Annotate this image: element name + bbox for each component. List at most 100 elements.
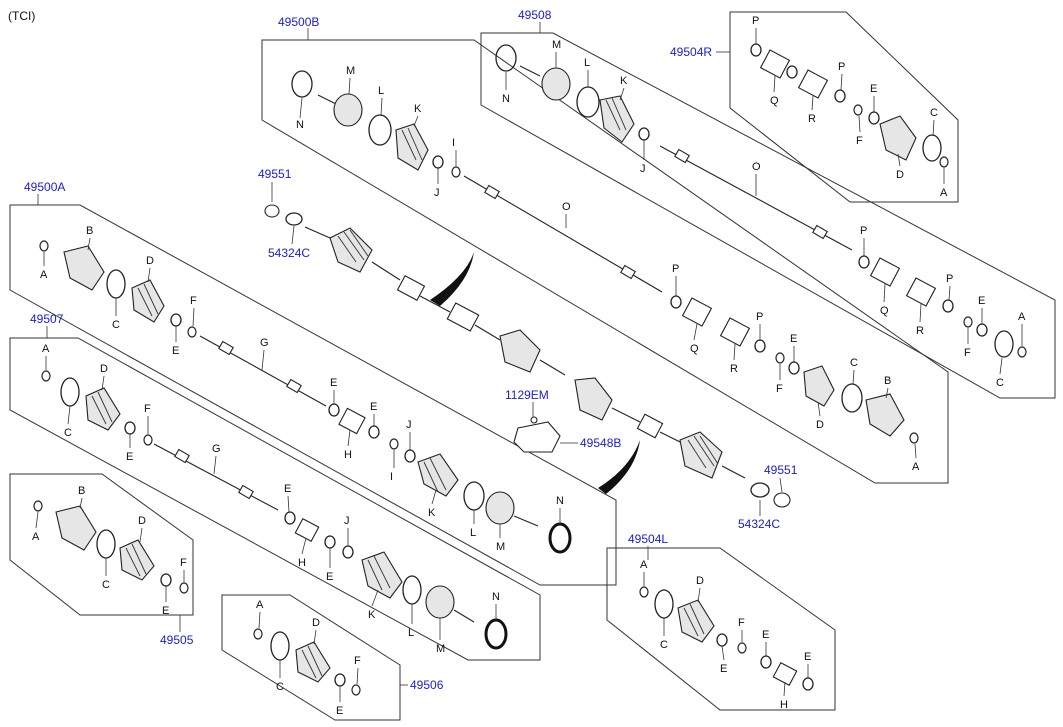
callout-letter-p-10: P	[756, 311, 763, 323]
callout-letter-f-85: F	[738, 617, 745, 629]
parts-49508	[495, 44, 1027, 358]
callout-letter-a-39: A	[940, 187, 948, 199]
label-49506[interactable]: 49506	[410, 678, 444, 692]
callout-letter-p-31: P	[752, 15, 759, 27]
letter-callouts: N M L K I J O P Q R P F E D C B A N M L …	[32, 15, 1026, 717]
callout-letter-e-79: E	[336, 705, 343, 717]
callout-letter-a-16: A	[912, 461, 920, 473]
parts-49505	[33, 500, 189, 594]
callout-letter-b-71: B	[78, 485, 85, 497]
callout-letter-c-42: C	[112, 319, 120, 331]
callout-letter-n-69: N	[492, 591, 500, 603]
callout-letter-e-64: E	[326, 571, 333, 583]
label-54324C-top[interactable]: 54324C	[268, 246, 310, 260]
variant-label: (TCI)	[8, 9, 35, 23]
parts-49506	[253, 628, 361, 696]
panel-49504R	[729, 11, 959, 203]
callout-letter-e-62: E	[284, 483, 291, 495]
callout-letter-a-70: A	[32, 531, 40, 543]
callout-letter-e-49: E	[370, 401, 377, 413]
label-49551-top[interactable]: 49551	[258, 167, 292, 181]
callout-letter-l-19: L	[584, 57, 590, 69]
callout-letter-f-75: F	[180, 557, 187, 569]
parts-49504R	[750, 43, 949, 168]
callout-letter-c-38: C	[930, 107, 938, 119]
panel-49504L	[606, 547, 836, 711]
panel-49500A	[9, 204, 617, 586]
callout-letter-p-7: P	[672, 263, 679, 275]
callout-letter-e-86: E	[762, 629, 769, 641]
callout-letter-f-27: F	[964, 347, 971, 359]
callout-letter-e-36: E	[870, 83, 877, 95]
callout-letter-e-28: E	[978, 295, 985, 307]
callout-letter-r-33: R	[808, 113, 816, 125]
label-49548B[interactable]: 49548B	[580, 436, 621, 450]
callout-letter-a-76: A	[256, 599, 264, 611]
callout-letter-l-2: L	[378, 85, 384, 97]
callout-letter-g-61: G	[212, 443, 221, 455]
label-49500B[interactable]: 49500B	[278, 15, 319, 29]
callout-letter-p-34: P	[838, 61, 845, 73]
callout-letter-g-46: G	[260, 337, 269, 349]
label-49500A[interactable]: 49500A	[24, 180, 65, 194]
callout-letter-m-18: M	[552, 39, 561, 51]
callout-letter-c-57: C	[64, 427, 72, 439]
callout-letter-d-37: D	[896, 169, 904, 181]
callout-letter-n-55: N	[556, 495, 564, 507]
callout-letter-d-58: D	[100, 363, 108, 375]
callout-letter-h-63: H	[298, 557, 306, 569]
panel-49506	[221, 594, 401, 721]
parts-49507	[41, 370, 508, 650]
callout-letter-r-25: R	[916, 325, 924, 337]
callout-letter-l-67: L	[408, 627, 414, 639]
label-49508[interactable]: 49508	[518, 8, 552, 22]
callout-letter-d-73: D	[138, 515, 146, 527]
callout-letter-h-48: H	[344, 449, 352, 461]
label-49507[interactable]: 49507	[30, 312, 64, 326]
panel-49500B	[261, 39, 949, 484]
callout-letter-e-74: E	[162, 605, 169, 617]
label-1129EM[interactable]: 1129EM	[505, 388, 549, 402]
callout-letter-j-5: J	[434, 187, 440, 199]
label-49505[interactable]: 49505	[160, 633, 194, 647]
callout-letter-d-43: D	[146, 255, 154, 267]
callout-letter-q-8: Q	[690, 343, 699, 355]
callout-letter-h-87: H	[780, 699, 788, 711]
callout-letter-k-66: K	[368, 609, 376, 621]
callout-letter-n-17: N	[502, 93, 510, 105]
callout-letter-f-11: F	[776, 383, 783, 395]
callout-letter-e-44: E	[172, 345, 179, 357]
callout-letter-c-14: C	[850, 357, 858, 369]
callout-letter-a-30: A	[1018, 311, 1026, 323]
callout-letter-k-3: K	[414, 103, 422, 115]
panel-49505	[9, 473, 194, 616]
callout-letter-a-56: A	[42, 343, 50, 355]
callout-letter-i-4: I	[452, 137, 455, 149]
panel-49508	[480, 32, 1056, 399]
callout-letter-p-26: P	[946, 273, 953, 285]
label-49551-bot[interactable]: 49551	[764, 463, 798, 477]
callout-letter-r-9: R	[730, 363, 738, 375]
callout-letter-c-77: C	[276, 681, 284, 693]
callout-letter-f-35: F	[856, 135, 863, 147]
callout-letter-j-51: J	[406, 419, 412, 431]
callout-letter-m-1: M	[346, 65, 355, 77]
callout-letter-c-72: C	[102, 579, 110, 591]
callout-letter-e-88: E	[804, 651, 811, 663]
callout-letter-q-24: Q	[880, 305, 889, 317]
label-54324C-bot[interactable]: 54324C	[738, 517, 780, 531]
callout-letter-n-0: N	[296, 119, 304, 131]
center-driveshaft	[264, 204, 791, 508]
callout-letter-d-83: D	[696, 575, 704, 587]
callout-letter-l-53: L	[470, 527, 476, 539]
callout-letter-e-84: E	[720, 663, 727, 675]
callout-letter-b-15: B	[884, 375, 891, 387]
label-49504R[interactable]: 49504R	[670, 45, 712, 59]
panel-49507	[9, 337, 541, 661]
callout-letter-c-82: C	[660, 639, 668, 651]
callout-letter-q-32: Q	[770, 95, 779, 107]
label-49504L[interactable]: 49504L	[628, 532, 668, 546]
callout-letter-e-59: E	[126, 451, 133, 463]
callout-letter-f-45: F	[190, 295, 197, 307]
